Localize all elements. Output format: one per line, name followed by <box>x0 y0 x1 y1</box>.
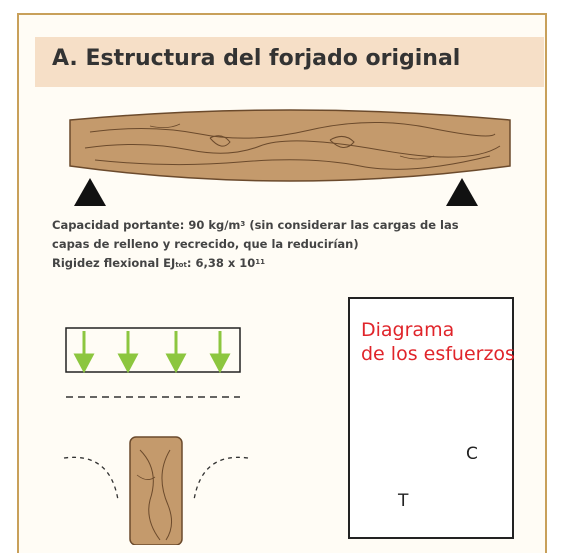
stress-diagram-title-line1: Diagrama <box>361 319 455 341</box>
capacity-note-1: (sin considerar las cargas de las <box>249 218 459 232</box>
rigidity-exponent: 11 <box>255 258 266 266</box>
deflection-curve-left <box>63 456 119 501</box>
rigidity-label: Rigidez flexional EJ <box>52 256 176 270</box>
rigidity-separator: : <box>186 256 192 270</box>
section-header <box>35 37 544 87</box>
wooden-beam <box>69 109 511 182</box>
right-support-triangle <box>446 178 478 206</box>
distributed-load <box>65 327 241 374</box>
capacity-line: Capacidad portante: 90 kg/m3 (sin consid… <box>52 216 522 235</box>
tension-label: T <box>398 491 409 511</box>
rigidity-value: 6,38 x 10 <box>195 256 256 270</box>
beam-cross-section <box>129 436 183 545</box>
stress-diagram-title: Diagrama de los esfuerzos <box>361 318 515 366</box>
left-support-triangle <box>74 178 106 206</box>
capacity-value: 90 kg/m <box>188 218 241 232</box>
section-title: A. Estructura del forjado original <box>52 46 461 71</box>
deflection-curve-right <box>193 456 249 501</box>
capacity-unit-superscript: 3 <box>240 220 246 228</box>
capacity-label: Capacidad portante: <box>52 218 185 232</box>
rigidity-line: Rigidez flexional EJtot: 6,38 x 1011 <box>52 254 522 273</box>
capacity-note-2: capas de relleno y recrecido, que la red… <box>52 237 359 251</box>
stress-diagram-box <box>348 297 514 539</box>
stress-diagram-title-line2: de los esfuerzos <box>361 343 515 365</box>
rigidity-subscript: tot <box>175 261 187 269</box>
properties-text: Capacidad portante: 90 kg/m3 (sin consid… <box>52 216 522 273</box>
compression-label: C <box>466 444 478 464</box>
